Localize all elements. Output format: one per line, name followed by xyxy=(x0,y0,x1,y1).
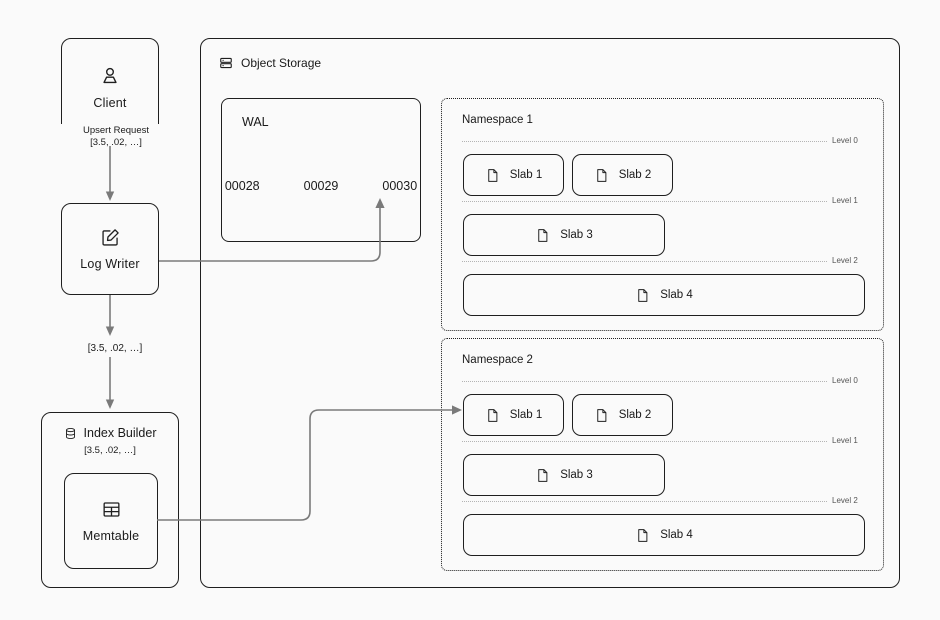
index-builder-subtitle: [3.5, .02, …] xyxy=(84,445,136,456)
edit-icon xyxy=(100,227,121,248)
level-label: Level 2 xyxy=(832,256,858,265)
level-divider xyxy=(462,261,827,262)
slab-box[interactable]: Slab 2 xyxy=(572,154,673,196)
level-divider xyxy=(462,441,827,442)
level-label: Level 0 xyxy=(832,376,858,385)
database-icon xyxy=(64,427,77,440)
file-icon xyxy=(535,228,550,243)
level-label: Level 2 xyxy=(832,496,858,505)
slab-label: Slab 2 xyxy=(618,409,652,421)
namespace-2-container[interactable]: Namespace 2 Level 0 Slab 1 xyxy=(441,338,884,571)
file-icon xyxy=(594,408,609,423)
file-icon xyxy=(635,288,650,303)
slab-box[interactable]: Slab 1 xyxy=(463,394,564,436)
level-divider xyxy=(462,201,827,202)
memtable-node[interactable]: Memtable xyxy=(64,473,158,569)
level-label: Level 1 xyxy=(832,436,858,445)
wal-title: WAL xyxy=(242,115,269,129)
table-icon xyxy=(101,499,122,520)
wal-segment[interactable]: 00029 xyxy=(303,179,339,193)
arrow-memtable-to-namespace-2 xyxy=(157,405,462,521)
slab-box[interactable]: Slab 2 xyxy=(572,394,673,436)
upsert-request-vector: [3.5, .02, …] xyxy=(90,137,142,148)
level-label: Level 0 xyxy=(832,136,858,145)
upsert-request-text: Upsert Request xyxy=(82,125,149,136)
slab-label: Slab 3 xyxy=(560,469,593,481)
file-icon xyxy=(485,408,500,423)
slab-label: Slab 4 xyxy=(660,529,693,541)
wal-segment-list: 00028 00029 00030 xyxy=(222,169,420,203)
wal-box[interactable]: WAL 00028 00029 00030 xyxy=(221,98,421,242)
client-label: Client xyxy=(93,95,127,110)
slab-label: Slab 3 xyxy=(560,229,593,241)
slab-label: Slab 1 xyxy=(509,169,543,181)
slab-label: Slab 1 xyxy=(509,409,543,421)
slab-label: Slab 4 xyxy=(660,289,693,301)
wal-segment[interactable]: 00028 xyxy=(224,179,260,193)
object-storage-label: Object Storage xyxy=(241,56,322,70)
level-divider xyxy=(462,501,827,502)
file-icon xyxy=(535,468,550,483)
wal-segment[interactable]: 00030 xyxy=(382,179,418,193)
client-node[interactable]: Client xyxy=(61,38,159,136)
vector-payload-label: [3.5, .02, …] xyxy=(70,342,160,355)
file-icon xyxy=(485,168,500,183)
index-builder-label: Index Builder xyxy=(83,426,157,440)
slab-box[interactable]: Slab 1 xyxy=(463,154,564,196)
level-divider xyxy=(462,381,827,382)
object-storage-header: Object Storage xyxy=(219,56,321,70)
arrow-log-writer-to-index-builder xyxy=(105,295,115,409)
slab-label: Slab 2 xyxy=(618,169,652,181)
user-icon xyxy=(99,65,121,87)
index-builder-container[interactable]: Index Builder [3.5, .02, …] Memtable xyxy=(41,412,179,588)
namespace-1-container[interactable]: Namespace 1 Level 0 Slab 1 xyxy=(441,98,884,331)
memtable-label: Memtable xyxy=(82,529,140,543)
arrow-log-writer-to-wal xyxy=(159,198,385,262)
namespace-1-title: Namespace 1 xyxy=(462,114,533,126)
namespace-2-title: Namespace 2 xyxy=(462,354,533,366)
file-icon xyxy=(635,528,650,543)
index-builder-header: Index Builder xyxy=(42,426,178,440)
slab-box[interactable]: Slab 3 xyxy=(463,214,665,256)
slab-box[interactable]: Slab 3 xyxy=(463,454,665,496)
log-writer-node[interactable]: Log Writer xyxy=(61,203,159,295)
slab-box[interactable]: Slab 4 xyxy=(463,514,865,556)
server-icon xyxy=(219,56,233,70)
upsert-request-label: Upsert Request [3.5, .02, …] xyxy=(56,124,176,150)
file-icon xyxy=(594,168,609,183)
log-writer-label: Log Writer xyxy=(80,257,140,271)
level-label: Level 1 xyxy=(832,196,858,205)
object-storage-container[interactable]: Object Storage WAL 00028 00029 00030 Nam… xyxy=(200,38,900,588)
arrow-client-to-log-writer xyxy=(105,146,115,201)
level-divider xyxy=(462,141,827,142)
slab-box[interactable]: Slab 4 xyxy=(463,274,865,316)
